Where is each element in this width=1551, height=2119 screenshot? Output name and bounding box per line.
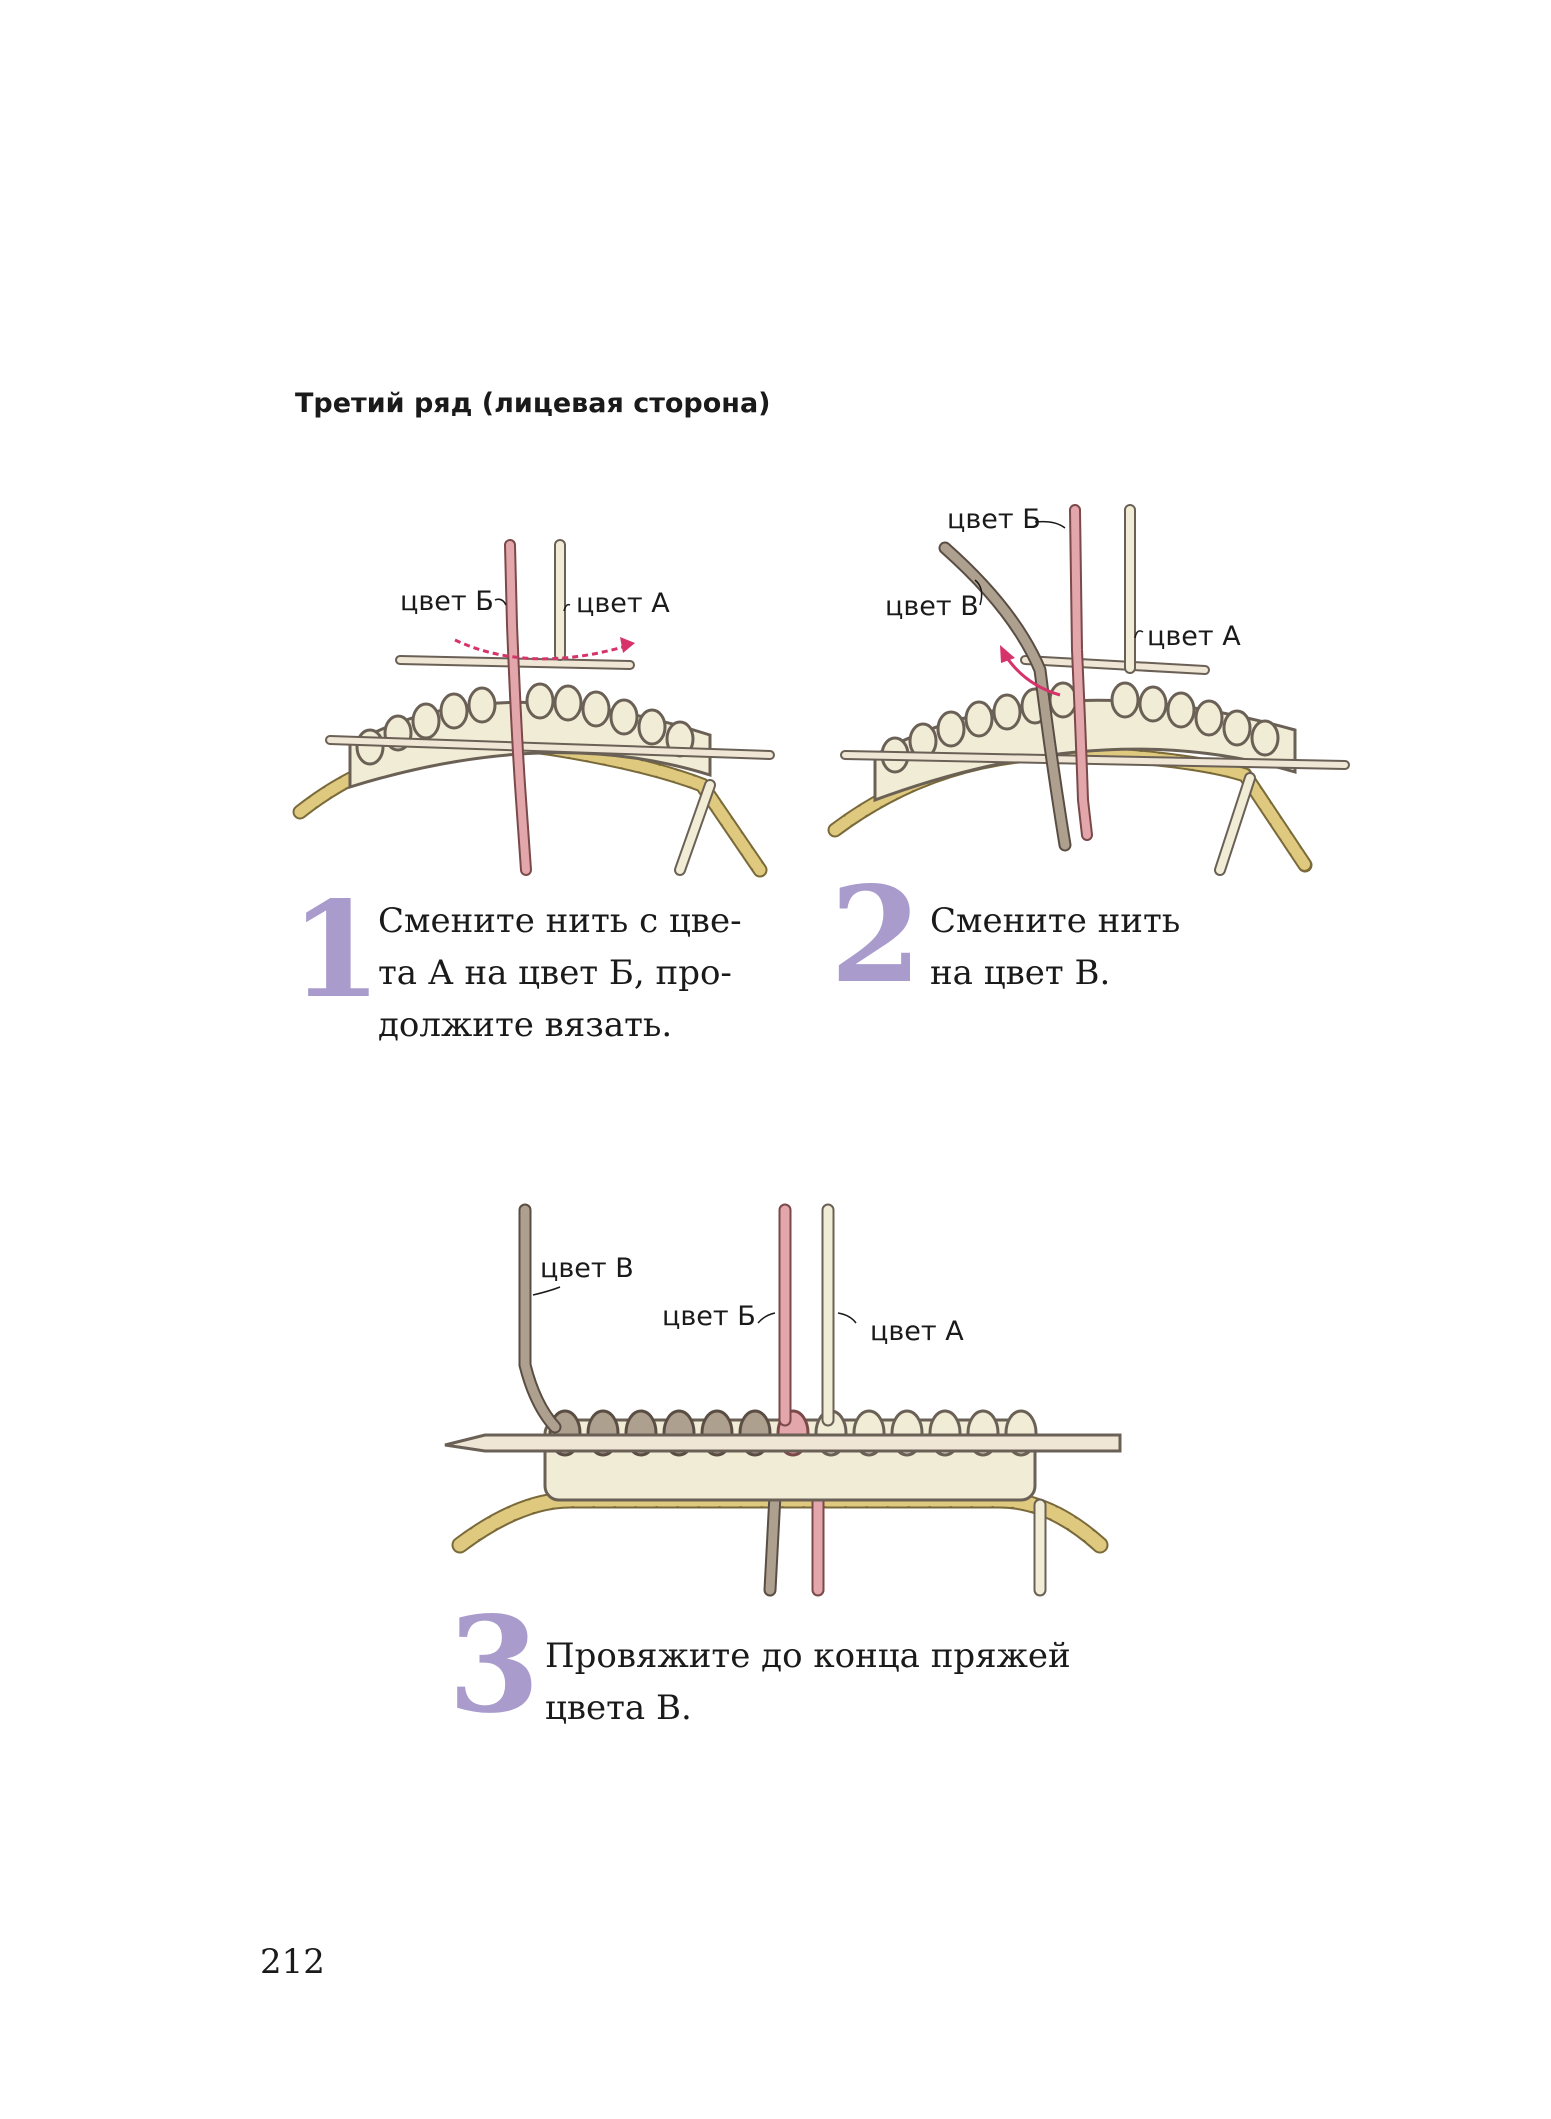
step-3-text: Провяжите до конца пряжей цвета В.	[545, 1630, 1071, 1734]
label-yarn-a: цвет А	[870, 1316, 964, 1347]
figure-step-1: цвет Б цвет А	[290, 525, 800, 885]
label-yarn-a: цвет А	[1147, 621, 1241, 652]
knitting-illustration-3: цвет В цвет Б цвет А	[444, 1203, 1122, 1597]
step-1-line-2: та А на цвет Б, про-	[378, 953, 732, 993]
step-3-line-2: цвета В.	[545, 1688, 692, 1728]
step-2-line-2: на цвет В.	[930, 953, 1111, 993]
label-yarn-v: цвет В	[885, 591, 979, 622]
step-1-number: 1	[290, 873, 382, 1028]
section-heading: Третий ряд (лицевая сторона)	[295, 388, 771, 419]
label-yarn-b: цвет Б	[662, 1301, 756, 1332]
page-number: 212	[260, 1942, 325, 1982]
knitting-illustration-2: цвет Б цвет В цвет А	[827, 504, 1350, 876]
label-yarn-v: цвет В	[540, 1253, 634, 1284]
label-yarn-a: цвет А	[576, 588, 670, 619]
label-yarn-b: цвет Б	[947, 504, 1041, 535]
step-1-text: Смените нить с цве- та А на цвет Б, про-…	[378, 895, 742, 1051]
knitting-illustration-1: цвет Б цвет А	[292, 539, 775, 878]
step-2-line-1: Смените нить	[930, 901, 1181, 941]
step-3-line-1: Провяжите до конца пряжей	[545, 1636, 1071, 1676]
figure-step-2: цвет Б цвет В цвет А	[825, 500, 1355, 885]
step-2-text: Смените нить на цвет В.	[930, 895, 1180, 999]
step-1-line-3: должите вязать.	[378, 1005, 673, 1045]
figure-step-3: цвет В цвет Б цвет А	[440, 1195, 1160, 1615]
step-1-line-1: Смените нить с цве-	[378, 901, 742, 941]
step-3-number: 3	[448, 1588, 540, 1743]
label-yarn-b: цвет Б	[400, 586, 494, 617]
step-2-number: 2	[830, 858, 922, 1013]
